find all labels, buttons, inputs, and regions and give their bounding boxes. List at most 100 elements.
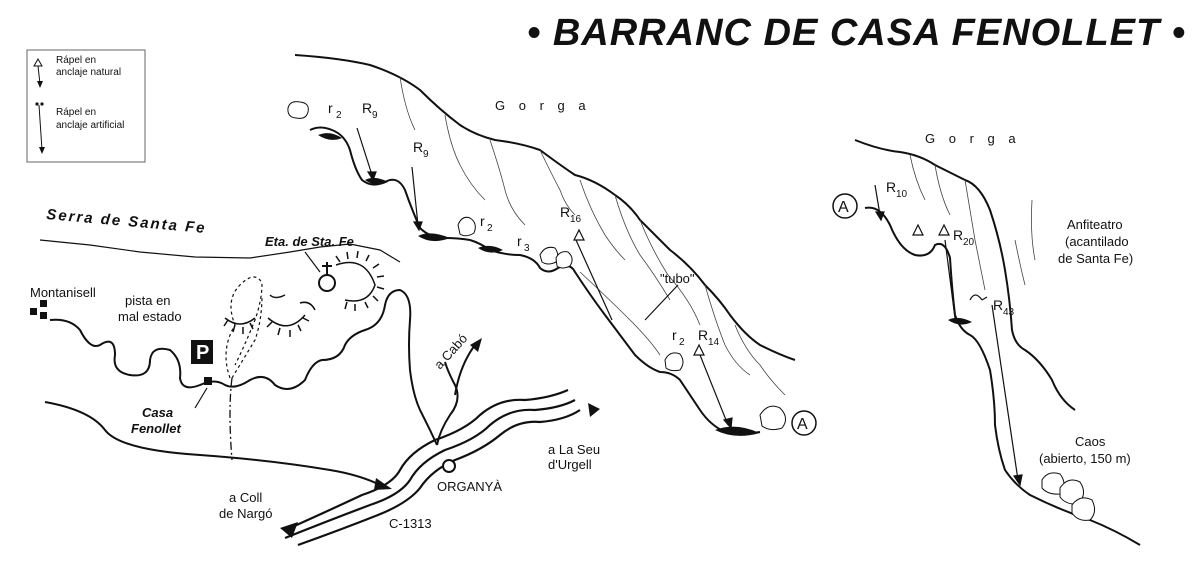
tubo-label: "tubo" bbox=[660, 271, 695, 286]
canyon-profile-upper: "tubo" G o r g a r 2 R 9 R 9 r 2 R 16 r … bbox=[287, 54, 817, 436]
legend-artificial-line2: anclaje artificial bbox=[56, 120, 124, 131]
rappel-label-r16: R 16 bbox=[560, 204, 582, 225]
cabo-arrow-head bbox=[470, 338, 482, 352]
rappel-label-r2-b: r 2 bbox=[480, 213, 493, 234]
profile2-contours bbox=[909, 154, 1036, 291]
approach-map: Serra de Santa Fe Eta. de Sta. Fe bbox=[30, 206, 600, 547]
svg-text:9: 9 bbox=[372, 110, 378, 121]
casa-fenollet-icon bbox=[204, 377, 212, 385]
svg-text:2: 2 bbox=[679, 337, 685, 348]
profile1-floor bbox=[309, 126, 761, 435]
rappel-label-r3: r 3 bbox=[517, 233, 530, 254]
coll-label-line1: a Coll bbox=[229, 490, 262, 505]
svg-text:10: 10 bbox=[896, 189, 908, 200]
rappel-label-r10: R 10 bbox=[886, 179, 908, 200]
profile1-rim-upper bbox=[294, 54, 796, 361]
cabo-arrow-line bbox=[454, 344, 476, 396]
footpath bbox=[229, 377, 233, 461]
cliff-hatching bbox=[223, 250, 385, 337]
svg-text:A: A bbox=[797, 416, 808, 433]
svg-text:R: R bbox=[413, 139, 423, 155]
svg-text:14: 14 bbox=[708, 337, 720, 348]
svg-text:9: 9 bbox=[423, 149, 429, 160]
exit-marker-a-profile2: A bbox=[832, 193, 858, 219]
montanisell-label: Montanisell bbox=[30, 285, 96, 300]
svg-text:A: A bbox=[838, 199, 849, 216]
svg-text:R: R bbox=[560, 204, 570, 220]
ermita-church-icon bbox=[318, 262, 336, 292]
boulders-profile2 bbox=[1041, 472, 1096, 521]
natural-anchor-r16 bbox=[573, 228, 585, 241]
profile2-floor bbox=[864, 206, 1141, 546]
pool-1 bbox=[318, 133, 342, 140]
organya-town-icon bbox=[442, 459, 456, 473]
seu-arrow-head bbox=[588, 403, 600, 417]
rappel-label-r14: R 14 bbox=[698, 327, 720, 348]
anchor-r43 bbox=[969, 294, 988, 301]
svg-text:R: R bbox=[953, 227, 963, 243]
pool-2 bbox=[365, 177, 388, 185]
svg-text:2: 2 bbox=[336, 110, 342, 121]
organya-link-road bbox=[436, 361, 459, 446]
highway-edge bbox=[289, 388, 569, 530]
caos-line1: Caos bbox=[1075, 434, 1106, 449]
dirt-track-branch bbox=[231, 294, 263, 379]
casa-pointer bbox=[194, 387, 208, 409]
seu-label-line1: a La Seu bbox=[548, 442, 600, 457]
profile1-contours bbox=[399, 76, 786, 396]
dirt-track bbox=[225, 276, 263, 379]
rappel-label-r2-a: r 2 bbox=[328, 100, 342, 121]
river-line bbox=[44, 401, 381, 486]
river-arrow bbox=[374, 478, 392, 490]
svg-text:r: r bbox=[480, 213, 485, 229]
tubo-pointer bbox=[644, 284, 679, 321]
legend-artificial-line1: Rápel en bbox=[56, 107, 96, 118]
pista-label-line2: mal estado bbox=[118, 309, 182, 324]
highway-outer bbox=[284, 399, 576, 540]
parking-icon: P bbox=[196, 342, 209, 364]
canyon-profile-lower: G o r g a A R 10 R 20 R 43 Anfiteatro (a… bbox=[832, 131, 1141, 546]
profile2-rappel-arrows bbox=[874, 184, 1023, 487]
natural-anchor-r14 bbox=[693, 343, 705, 356]
rappel-label-r9-a: R 9 bbox=[362, 100, 378, 121]
montanisell-road bbox=[49, 288, 438, 446]
svg-text:20: 20 bbox=[963, 237, 975, 248]
montanisell-village-icon bbox=[30, 300, 47, 319]
svg-text:3: 3 bbox=[524, 243, 530, 254]
svg-text:r: r bbox=[672, 327, 677, 343]
ermita-label: Eta. de Sta. Fe bbox=[265, 234, 354, 249]
pool-6 bbox=[948, 317, 972, 325]
organya-label: ORGANYÀ bbox=[437, 479, 502, 494]
svg-text:R: R bbox=[886, 179, 896, 195]
parking-sign: P bbox=[191, 340, 213, 364]
pool-4 bbox=[478, 245, 503, 253]
anfiteatro-line2: (acantilado bbox=[1065, 234, 1129, 249]
highway-inner bbox=[297, 409, 581, 547]
caos-line2: (abierto, 150 m) bbox=[1039, 451, 1131, 466]
rappel-label-r9-b: R 9 bbox=[413, 139, 429, 160]
casa-label-line2: Fenollet bbox=[131, 421, 182, 436]
ermita-pointer bbox=[304, 251, 321, 273]
profile1-rappel-arrows bbox=[356, 127, 733, 430]
profile2-rim bbox=[854, 139, 1076, 411]
pool-5 bbox=[715, 426, 760, 436]
road-label: C-1313 bbox=[389, 516, 432, 531]
natural-anchor-icon bbox=[33, 57, 43, 88]
svg-text:r: r bbox=[517, 233, 522, 249]
serra-label: Serra de Santa Fe bbox=[46, 206, 208, 237]
exit-marker-a-profile1: A bbox=[791, 410, 817, 436]
seu-label-line2: d'Urgell bbox=[548, 457, 592, 472]
casa-label-line1: Casa bbox=[142, 405, 173, 420]
rappel-label-r20: R 20 bbox=[953, 227, 975, 248]
svg-text:r: r bbox=[328, 100, 333, 116]
svg-text:R: R bbox=[993, 297, 1003, 313]
anfiteatro-line1: Anfiteatro bbox=[1067, 217, 1123, 232]
coll-label-line2: de Nargó bbox=[219, 506, 272, 521]
artificial-anchor-icon bbox=[35, 102, 45, 154]
legend-natural-line1: Rápel en bbox=[56, 55, 96, 66]
anfiteatro-line3: de Santa Fe) bbox=[1058, 251, 1133, 266]
svg-text:2: 2 bbox=[487, 223, 493, 234]
coll-arrow-head bbox=[280, 522, 298, 538]
gorga-label-2: G o r g a bbox=[925, 131, 1021, 146]
